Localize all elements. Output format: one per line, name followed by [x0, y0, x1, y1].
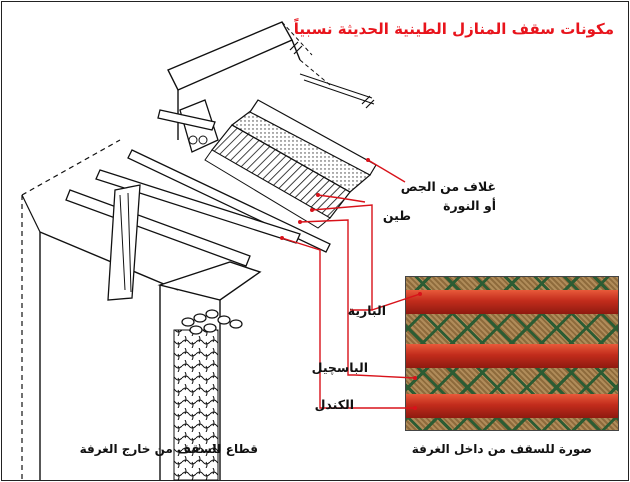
label-bariya: البارية — [347, 303, 386, 318]
leader-kandal — [281, 237, 340, 409]
label-plaster-cover-line1: غلاف من الجص — [400, 179, 496, 194]
leader-baspeel — [299, 219, 355, 376]
photo-beam-1 — [406, 290, 618, 314]
caption-section-drawing: قطاع للسقف من خارج الغرفة — [79, 442, 258, 456]
photo-beam-2 — [406, 344, 618, 368]
photo-beam-3 — [406, 394, 618, 418]
leader-baspeel-photo — [354, 374, 416, 379]
leader-bariya — [311, 204, 373, 311]
break-marks — [289, 41, 375, 109]
label-mud: طين — [382, 208, 411, 223]
ceiling-interior-photo — [405, 276, 619, 431]
label-plaster-cover-line2: أو النورة — [443, 198, 496, 213]
label-baspeel: الباسچيل — [311, 360, 368, 375]
leader-plaster — [367, 159, 406, 183]
leader-bariya-photo — [371, 293, 421, 311]
beam-ends — [181, 309, 243, 335]
label-kandal: الكندل — [314, 397, 354, 412]
diagram-title: مكونات سقف المنازل الطينية الحديثة نسبيا… — [293, 20, 614, 38]
wall-outline — [21, 21, 375, 480]
caption-interior-photo: صورة للسقف من داخل الغرفة — [411, 442, 592, 456]
roof-beams — [65, 109, 331, 301]
stone-column-infill — [173, 329, 219, 481]
leader-mud — [317, 194, 366, 203]
roof-layers — [179, 99, 377, 229]
